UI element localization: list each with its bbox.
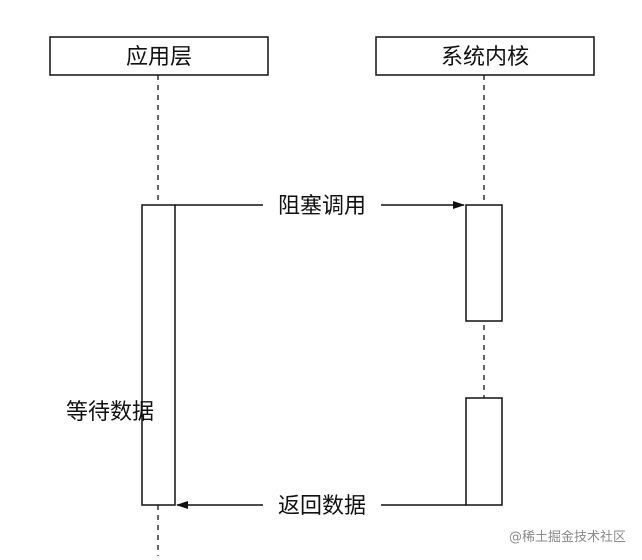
call-message-label: 阻塞调用 [278,194,366,219]
app-activation-bar [141,204,176,506]
kernel-participant-label: 系统内核 [441,45,529,70]
call-message: 阻塞调用 [175,194,465,219]
wait-note-label: 等待数据 [66,400,154,425]
app-participant: 应用层 [49,36,269,76]
app-participant-box [49,36,269,76]
app-participant-label: 应用层 [126,45,192,70]
watermark-text: @稀土掘金技术社区 [509,529,626,545]
kernel-activation-bar-1 [465,204,503,322]
kernel-participant-box [375,36,595,76]
return-message: 返回数据 [176,494,466,519]
kernel-participant: 系统内核 [375,36,595,76]
return-message-label: 返回数据 [278,494,366,519]
kernel-activation-bar-2 [465,397,503,506]
